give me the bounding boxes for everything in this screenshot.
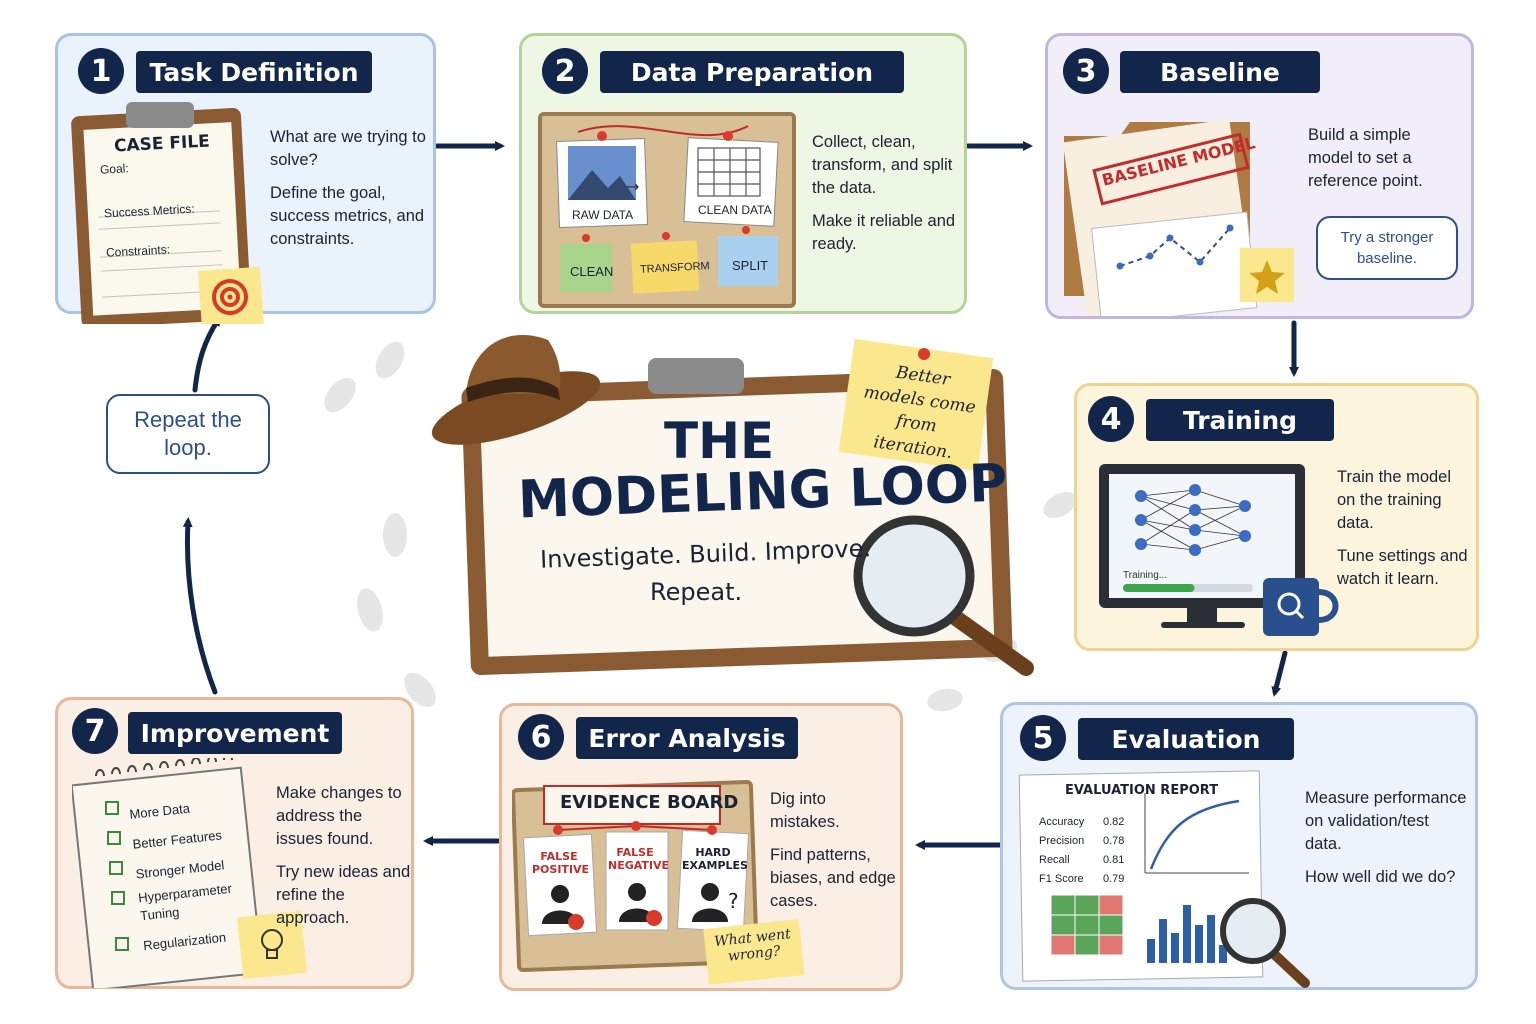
arrows: [182, 141, 1299, 850]
center-subtitle-repeat: Repeat.: [650, 578, 743, 606]
try-stronger-baseline-bubble: Try a stronger baseline.: [1316, 216, 1458, 280]
step-5-title: Evaluation: [1078, 718, 1294, 760]
target-sticky-note: [197, 266, 264, 324]
evidence-board-title: EVIDENCE BOARD: [560, 792, 739, 813]
step-5-number: 5: [1020, 715, 1066, 761]
svg-text:?: ?: [728, 889, 739, 913]
step-7-number: 7: [72, 708, 118, 754]
data-prep-corkboard: →: [538, 112, 796, 308]
card-false-positive: FALSE POSITIVE: [532, 850, 590, 876]
note-split: SPLIT: [732, 258, 769, 273]
raw-data-label: RAW DATA: [572, 208, 634, 222]
improvement-notepad: [72, 758, 308, 988]
evaluation-report-title: EVALUATION REPORT: [1065, 783, 1219, 798]
step-7-title: Improvement: [128, 712, 342, 754]
step-4-title: Training: [1146, 399, 1334, 441]
step-4-number: 4: [1088, 396, 1134, 442]
improvement-list: More Data Better Features Stronger Model…: [128, 789, 254, 962]
sticky-note-text: Better models come from iteration.: [862, 362, 977, 464]
step-card-baseline: BASELINE MODEL Build a simple model to s…: [1045, 33, 1474, 319]
step-2-number: 2: [542, 48, 588, 94]
detective-hat-icon: [431, 335, 601, 445]
step-7-description: Make changes to address the issues found…: [276, 784, 411, 927]
note-clean: CLEAN: [570, 264, 614, 279]
step-3-description: Build a simple model to set a reference …: [1308, 126, 1423, 190]
step-1-title: Task Definition: [136, 51, 372, 93]
step-6-number: 6: [518, 714, 564, 760]
case-file-clipboard: [71, 102, 264, 324]
step-4-description: Train the model on the training data.Tun…: [1337, 468, 1468, 588]
step-1-number: 1: [78, 48, 124, 94]
step-3-title: Baseline: [1120, 51, 1320, 93]
baseline-folder: [1062, 119, 1294, 316]
step-5-description: Measure performance on validation/test d…: [1305, 789, 1467, 886]
step-2-title: Data Preparation: [600, 51, 904, 93]
evidence-board: ?: [512, 780, 759, 972]
step-2-description: Collect, clean, transform, and split the…: [812, 133, 956, 253]
step-6-title: Error Analysis: [576, 717, 798, 759]
center-board: [431, 335, 1034, 676]
arrow-4-to-5: [1271, 650, 1288, 697]
magnifying-glass-icon: [853, 515, 1034, 676]
step-3-number: 3: [1063, 48, 1109, 94]
repeat-the-loop-bubble: Repeat the loop.: [106, 394, 270, 474]
evaluation-report: [1018, 770, 1310, 988]
arrow-repeat-to-1: [192, 315, 221, 393]
svg-text:→: →: [626, 177, 639, 196]
clean-data-label: CLEAN DATA: [698, 203, 772, 217]
step-1-description: What are we trying to solve?Define the g…: [270, 128, 426, 248]
training-progress-label: Training...: [1123, 570, 1168, 581]
arrow-7-to-repeat: [182, 517, 218, 695]
what-went-wrong-note: What went wrong?: [703, 919, 805, 985]
center-title-line-1: THE: [664, 412, 775, 470]
card-hard-examples: HARD EXAMPLES: [682, 846, 748, 872]
better-models-sticky-note: [838, 338, 994, 472]
card-false-negative: FALSE NEGATIVE: [608, 846, 670, 872]
step-6-description: Dig into mistakes.Find patterns, biases,…: [770, 790, 896, 910]
coffee-mug-icon: [1263, 578, 1339, 636]
training-monitor: [1099, 464, 1339, 636]
case-file-goal: Goal:: [99, 161, 130, 177]
